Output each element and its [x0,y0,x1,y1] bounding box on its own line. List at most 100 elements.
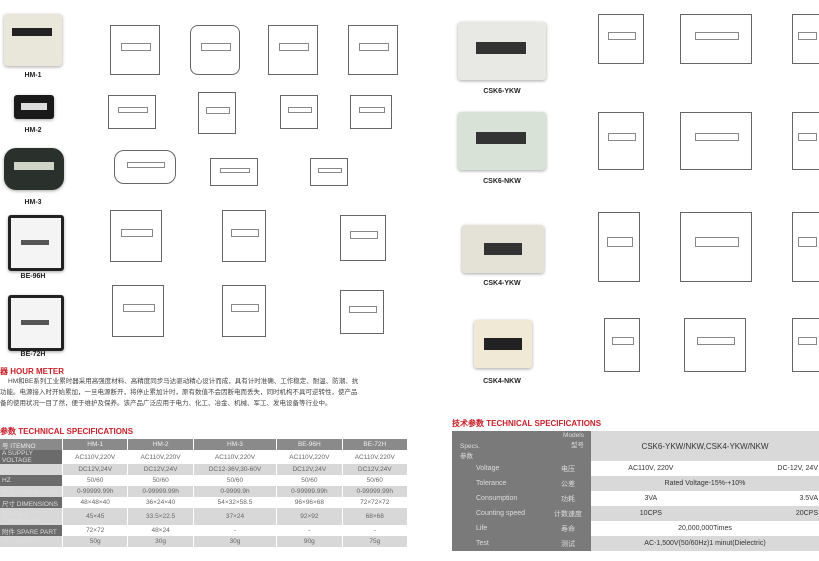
description-line: HM和BE系列工业累时器采用高强度材料、高精度同步马达驱动精心设计而成，具有计时… [8,378,359,385]
cell: AC110V, 220V [628,465,674,472]
row-label: A SUPPLY VOLTAGE [0,450,63,464]
cell: - [276,525,343,536]
description: HM和BE系列工业累时器采用高强度材料、高精度同步马达驱动精心设计而成，具有计时… [0,376,410,409]
model-header: CSK6-YKW/NKW,CSK4-YKW/NKW [591,431,819,461]
technical-drawing [198,92,236,134]
cell: DC12V,24V [127,464,194,475]
row-label: 附件 SPARE PART [0,525,63,536]
technical-drawing [350,95,392,129]
cell: 54×32×58.5 [193,497,278,508]
cell: - [342,525,409,536]
cell: 72×72 [62,525,129,536]
row-label: 尺寸 DIMENSIONS [0,497,63,508]
product-label: HM-2 [24,127,42,134]
cell: 0-99999.99h [276,486,343,497]
cell: 90g [276,536,343,547]
technical-drawing [108,95,156,129]
technical-drawing [190,25,240,75]
csk4-nkw-photo [474,320,532,368]
section-title: 技术参数 TECHNICAL SPECIFICATIONS [452,419,602,428]
technical-drawing [680,212,752,282]
row-label: Life [452,521,545,536]
section-title: 参数 TECHNICAL SPECIFICATIONS [0,427,134,436]
technical-drawing [114,150,176,184]
cell: AC110V,220V [127,450,194,464]
cell: 3VA [644,495,658,502]
cell: 30g [193,536,278,547]
technical-drawing [222,210,266,262]
cell: - [193,525,278,536]
technical-drawing [112,285,164,337]
column-header: BE-72H [342,439,409,450]
csk6-nkw-photo [458,112,546,170]
models-label-cn: 型号 [571,442,584,449]
cell: 50/60 [276,475,343,486]
technical-drawing [340,290,384,334]
technical-drawing [792,318,819,372]
product-label: HM-3 [24,199,42,206]
cell: 92×92 [276,508,343,525]
cell: AC110V,220V [62,450,129,464]
row-label: HZ [0,475,63,486]
cell: 75g [342,536,409,547]
row-label-cn: 公差 [545,476,591,491]
table-header-row: 号 ITEMNO HM-1 HM-2 HM-3 BE-96H BE-72H [0,439,409,450]
technical-drawing [792,212,819,282]
technical-drawing [310,158,348,186]
technical-drawing [684,318,746,372]
technical-drawing [268,25,318,75]
technical-drawing [110,210,162,262]
cell: 48×24 [127,525,194,536]
cell: 50g [62,536,129,547]
cell: AC110V,220V [342,450,409,464]
cell: 30g [127,536,194,547]
technical-drawing [598,112,644,170]
cell: 33.5×22.5 [127,508,194,525]
hm1-photo [4,14,62,66]
technical-drawing [792,112,819,170]
row-label-cn: 测试 [545,536,591,551]
cell: Rated Voltage-15%-+10% [591,476,819,491]
technical-drawing [110,25,160,75]
product-label: HM-1 [24,72,42,79]
cell: 0-99999.99h [62,486,129,497]
column-header: HM-1 [62,439,129,450]
cell: AC110V,220V [193,450,278,464]
cell: DC12V,24V [62,464,129,475]
technical-drawing [598,212,640,282]
technical-drawing [222,285,266,337]
description-line: 备的使用状况一目了然，便于维护及保养。该产品广泛应用于电力、化工、冶金、机械、军… [0,400,332,407]
row-label: Test [452,536,545,551]
row-label: Counting speed [452,506,545,521]
cell: DC12V,24V [276,464,343,475]
cell: AC-1,500V(50/60Hz)1 minut(Dielectric) [591,536,819,551]
cell: DC12-36V,30-60V [193,464,278,475]
cell: DC-12V, 24V [777,465,818,472]
cell: 68×68 [342,508,409,525]
column-header: HM-3 [193,439,278,450]
cell: 50/60 [193,475,278,486]
cell: 50/60 [342,475,409,486]
cell: 20,000,000Times [678,525,732,532]
technical-drawing [680,14,752,64]
technical-drawing [280,95,318,129]
be72h-photo [8,295,64,351]
row-label: NET WEIGHT [0,536,63,547]
cell: 45×45 [62,508,129,525]
technical-drawing [604,318,640,372]
cell: 20CPS [710,506,819,521]
cell: 37×24 [193,508,278,525]
technical-drawing [348,25,398,75]
